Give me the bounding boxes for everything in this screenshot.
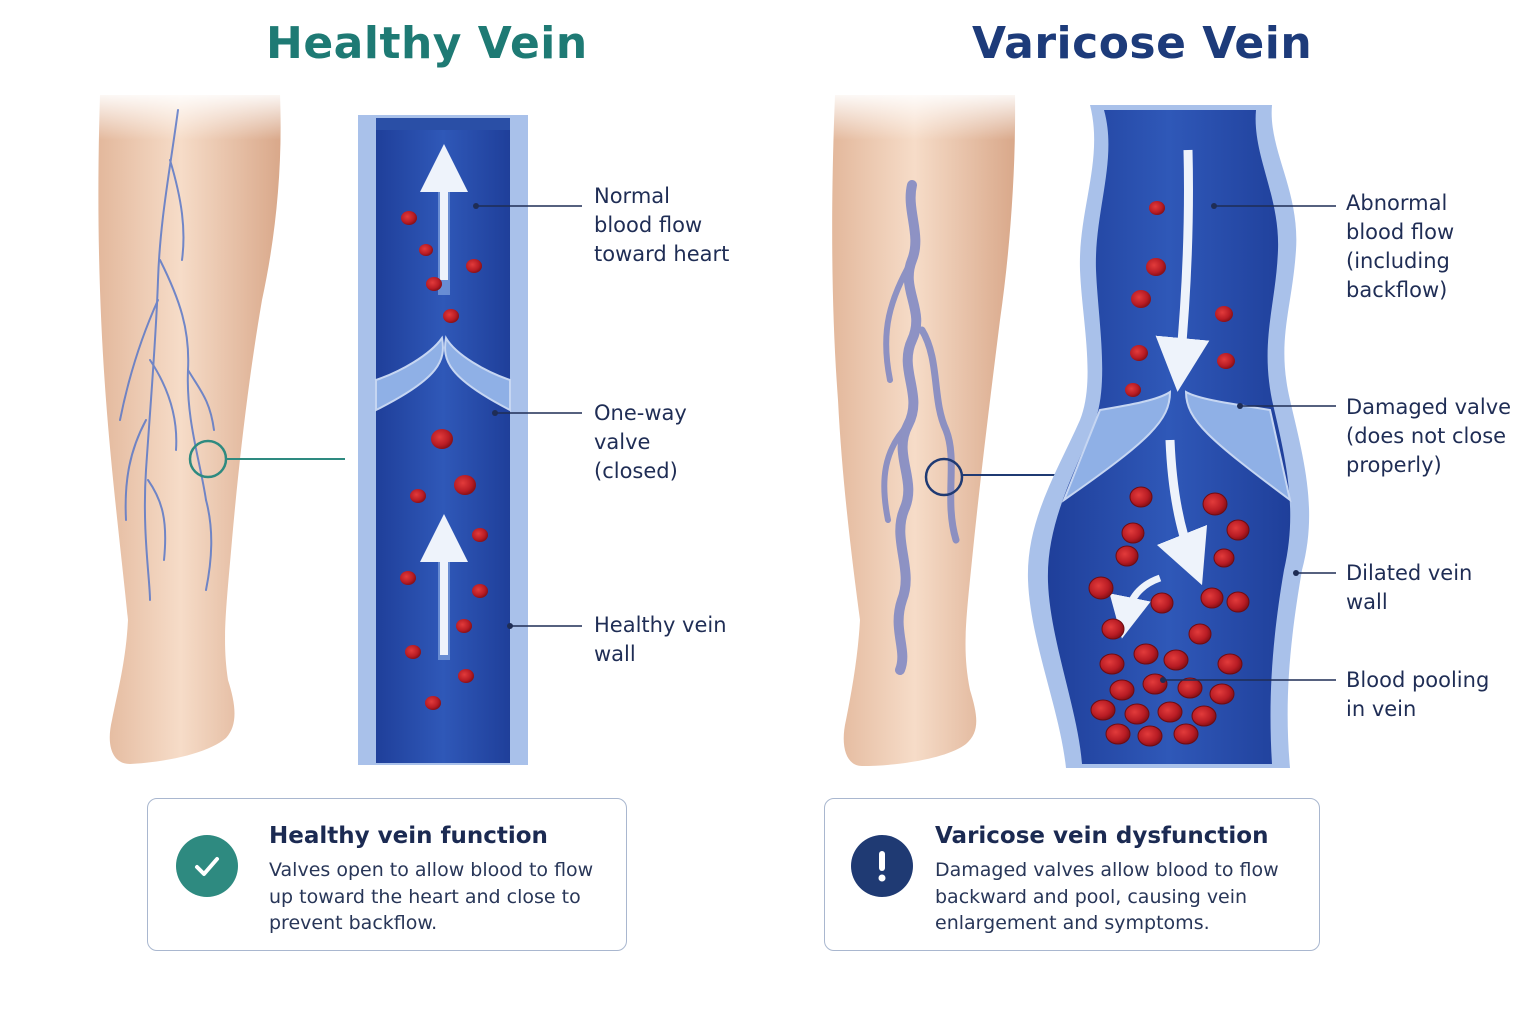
varicose-zoom-circle — [924, 457, 964, 497]
healthy-flow-label: Normal blood flow toward heart — [594, 184, 730, 266]
healthy-card-title: Healthy vein function — [269, 823, 548, 849]
healthy-vein-title: Healthy Vein — [266, 18, 588, 69]
varicose-leg — [830, 90, 1020, 766]
varicose-info-card: Varicose vein dysfunction Damaged valves… — [824, 798, 1320, 951]
healthy-vein-section — [358, 115, 528, 765]
varicose-wall-label: Dilated vein wall — [1346, 561, 1473, 614]
varicose-valve-label: Damaged valve (does not close properly) — [1346, 395, 1512, 477]
healthy-wall-label: Healthy vein wall — [594, 613, 727, 666]
check-icon — [176, 835, 238, 897]
varicose-vein-title: Varicose Vein — [972, 18, 1313, 69]
healthy-leg — [95, 90, 285, 764]
healthy-card-text: Valves open to allow blood to flow up to… — [269, 859, 594, 934]
varicose-pointers — [1163, 205, 1336, 681]
healthy-valve-label: One-way valve (closed) — [594, 401, 687, 483]
varicose-card-title: Varicose vein dysfunction — [935, 823, 1269, 849]
varicose-flow-label: Abnormal blood flow (including backflow) — [1346, 191, 1455, 302]
healthy-info-card: Healthy vein function Valves open to all… — [147, 798, 627, 951]
varicose-vein-section — [1027, 105, 1310, 768]
healthy-pointers — [476, 205, 582, 627]
varicose-pooling-label: Blood pooling in vein — [1346, 668, 1490, 721]
varicose-card-text: Damaged valves allow blood to flow backw… — [935, 859, 1279, 934]
exclamation-icon — [851, 835, 913, 897]
